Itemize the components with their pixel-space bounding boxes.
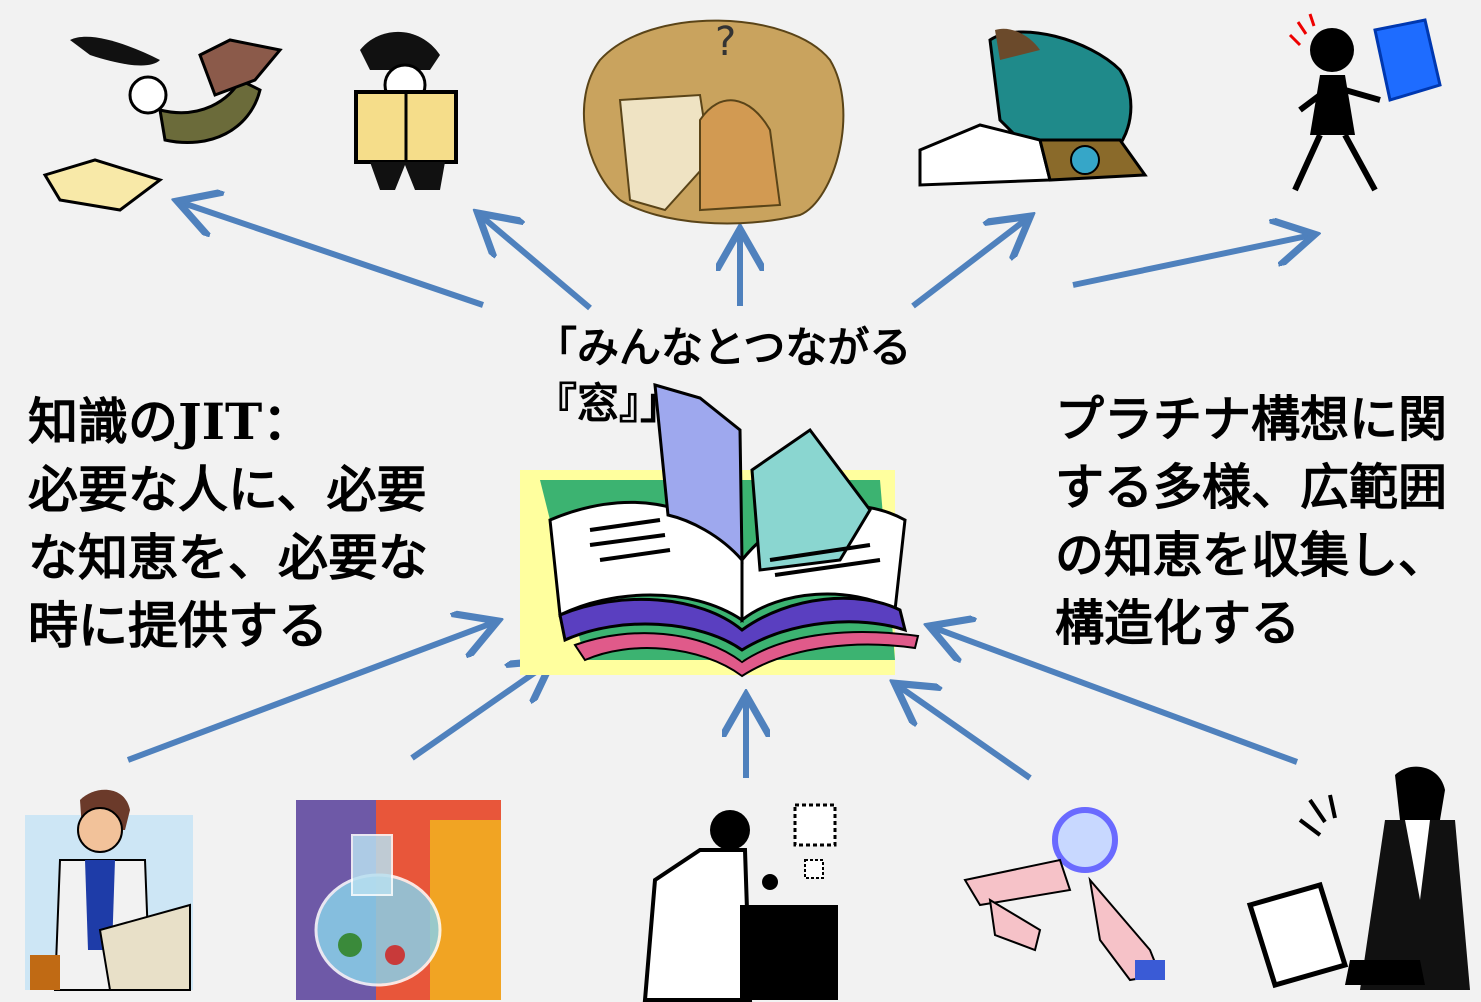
- arrow-to-reader-2: [480, 215, 592, 311]
- puzzled-reader-illustration: ?: [582, 19, 845, 225]
- lab-flasks-painting-illustration: [296, 800, 501, 1000]
- magnifying-hands-illustration: [963, 807, 1165, 982]
- right-note-line-4: 構造化する: [1055, 594, 1301, 652]
- arrow-from-source-4: [897, 685, 1032, 781]
- arrow-from-source-1: [126, 622, 495, 763]
- left-note-line-4: 時に提供する: [28, 596, 328, 655]
- outgoing-arrows: [180, 202, 1312, 311]
- arrow-to-reader-4: [911, 218, 1028, 309]
- left-note-line-3: な知恵を、必要な: [28, 528, 428, 587]
- right-note-line-2: する多様、広範囲: [1055, 458, 1448, 516]
- arrow-from-source-5: [932, 627, 1299, 765]
- arrow-to-reader-1: [180, 202, 484, 308]
- left-note: 知識のJIT： 必要な人に、必要 な知恵を、必要な 時に提供する: [28, 388, 488, 660]
- scroll-reader-illustration: [25, 789, 193, 991]
- left-note-line-1: 知識のJIT：: [28, 392, 313, 451]
- reading-man-illustration: [354, 31, 458, 190]
- central-open-book-illustration: [520, 382, 920, 678]
- right-note: プラチナ構想に関 する多様、広範囲 の知恵を収集し、 構造化する: [1055, 385, 1481, 657]
- right-note-line-3: の知恵を収集し、: [1055, 526, 1448, 584]
- stick-figure-with-blue-book-illustration: [1288, 13, 1442, 192]
- arrow-to-reader-5: [1072, 235, 1312, 288]
- reading-woman-illustration: [42, 36, 283, 212]
- svg-text:?: ?: [715, 19, 736, 65]
- businessman-with-laptop-illustration: [1246, 766, 1470, 990]
- incoming-arrows: [126, 622, 1299, 781]
- stamp-collector-illustration: [642, 803, 838, 1002]
- center-label-line-2: 『窓』」: [535, 379, 683, 428]
- center-label: 「みんなとつながる 『窓』」: [535, 320, 975, 432]
- right-note-line-1: プラチナ構想に関: [1055, 390, 1448, 448]
- left-note-line-2: 必要な人に、必要: [28, 460, 427, 519]
- scientist-with-book-illustration: [918, 28, 1148, 187]
- arrow-from-source-2: [410, 662, 550, 761]
- center-label-line-1: 「みんなとつながる: [535, 323, 912, 372]
